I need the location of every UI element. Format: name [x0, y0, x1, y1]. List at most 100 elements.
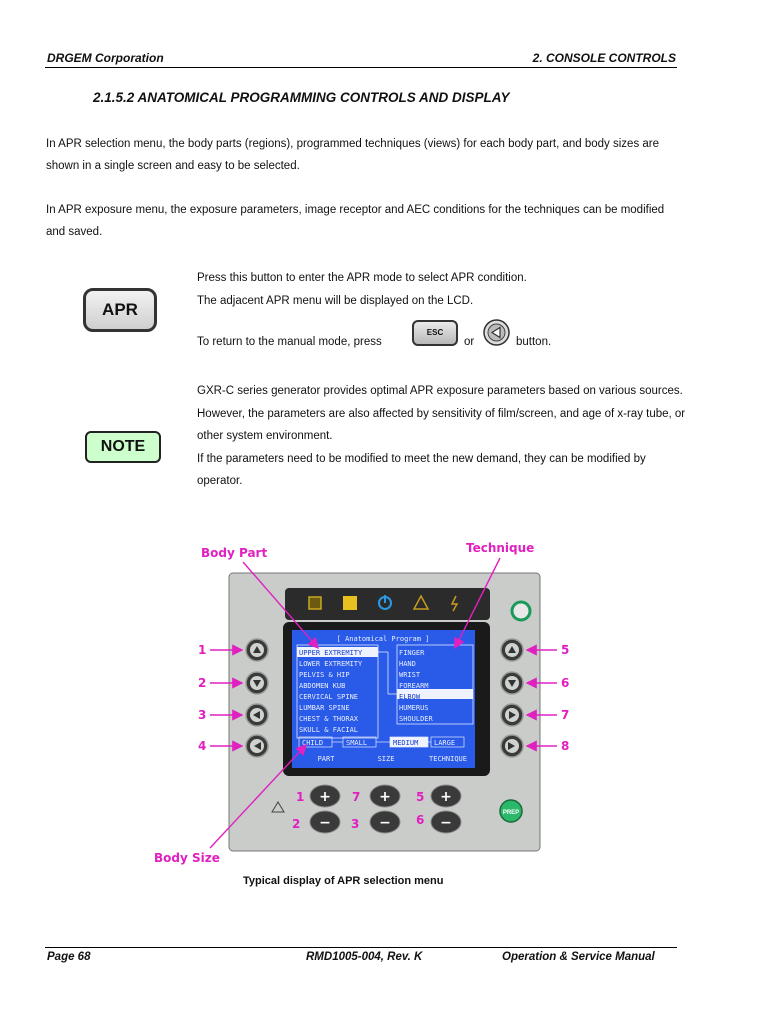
section-title: 2.1.5.2 ANATOMICAL PROGRAMMING CONTROLS …: [93, 90, 510, 105]
bottom-key-number: 3: [351, 817, 359, 831]
technique-arrow: [454, 557, 501, 650]
bottom-key-number: 5: [416, 790, 424, 804]
technique-annotation: Technique: [466, 541, 534, 555]
left-arrow-icon: [253, 711, 260, 719]
bottom-key-number: 2: [292, 817, 300, 831]
apr-instructions: Press this button to enter the APR mode …: [197, 267, 692, 312]
lcd-body-part-item: PELVIS & HIP: [299, 671, 350, 679]
bottom-key-number: 6: [416, 813, 424, 827]
lcd-technique-item: HAND: [399, 660, 416, 668]
lcd-size-box: [430, 736, 465, 748]
paragraph-apr-selection: In APR selection menu, the body parts (r…: [46, 138, 660, 172]
button-word: button.: [516, 336, 552, 348]
warning-icon: [412, 594, 430, 610]
body-size-arrow: [209, 743, 307, 849]
body-size-annotation: Body Size: [154, 851, 220, 865]
footer-page-number: Page 68: [47, 951, 91, 963]
right-key-number: 5: [561, 643, 569, 657]
xray-icon: [450, 595, 459, 612]
header-company: DRGEM Corporation: [47, 51, 164, 65]
apr-instruction-line-1: Press this button to enter the APR mode …: [197, 272, 527, 284]
left-key-number: 2: [198, 676, 206, 690]
lcd-body-part-item: LOWER EXTREMITY: [299, 660, 363, 668]
note-line-2: However, the parameters are also affecte…: [197, 407, 686, 443]
lcd-technique-item: FINGER: [399, 649, 425, 657]
prep-label: PREP: [503, 810, 519, 816]
right-key-number: 6: [561, 676, 569, 690]
technique-list-frame: [396, 644, 474, 725]
apr-button: APR: [83, 288, 157, 332]
green-power-icon: [510, 600, 532, 622]
note-line-3: If the parameters need to be modified to…: [197, 452, 646, 488]
body-part-highlight: [297, 647, 378, 657]
technique-highlight: [397, 689, 473, 699]
lcd-body-part-item: UPPER EXTREMITY: [299, 649, 363, 657]
header-chapter: 2. CONSOLE CONTROLS: [532, 51, 676, 65]
indicator-light-1: [308, 596, 322, 610]
minus-key: [309, 810, 341, 834]
lcd-size-item: CHILD: [302, 739, 323, 747]
minus-icon: −: [319, 815, 331, 831]
lcd-size-item: MEDIUM: [393, 739, 418, 747]
or-text: or: [464, 336, 475, 348]
lcd-body-part-item: CHEST & THORAX: [299, 715, 359, 723]
lcd-body-part-list: UPPER EXTREMITY LOWER EXTREMITY PELVIS & H…: [299, 649, 363, 734]
lcd-technique-item: WRIST: [399, 671, 421, 679]
apr-selection-figure: [ Anatomical Program ] UPPER EXTREMITYLO…: [154, 541, 569, 865]
lcd-size-item: LARGE: [434, 739, 455, 747]
back-arrow-button-icon: [483, 319, 510, 346]
lcd-footer-item: SIZE: [378, 755, 395, 763]
lcd-technique-item: SHOULDER: [399, 715, 434, 723]
right-arrow-icon: [509, 711, 516, 719]
indicator-strip: [285, 588, 490, 620]
body-part-list-frame: [296, 644, 379, 739]
dleft-arrow-icon: [254, 742, 261, 750]
minus-key: [369, 810, 401, 834]
bottom-key-number: 1: [296, 790, 304, 804]
figure-caption: Typical display of APR selection menu: [243, 875, 444, 887]
plus-icon: +: [440, 789, 452, 805]
plus-key: [430, 784, 462, 808]
footer-document-id: RMD1005-004, Rev. K: [306, 951, 423, 963]
left-key-number: 3: [198, 708, 206, 722]
plus-key: [369, 784, 401, 808]
paragraph-apr-exposure: In APR exposure menu, the exposure param…: [46, 204, 665, 238]
side-keys: [245, 638, 524, 758]
lcd-body-part-item: LUMBAR SPINE: [299, 704, 350, 712]
return-instruction: To return to the manual mode, press: [197, 336, 382, 348]
bottom-key-number: 7: [352, 790, 360, 804]
right-key-number: 8: [561, 739, 569, 753]
down-arrow-icon: [508, 680, 516, 687]
right-key-number: 7: [561, 708, 569, 722]
esc-button-icon: ESC: [412, 320, 458, 346]
body-part-annotation: Body Part: [201, 546, 267, 560]
indicator-light-2: [343, 596, 357, 610]
left-key-number: 4: [198, 739, 206, 753]
side-key-numbers: 1 2 3 4 5 6 7 8: [198, 643, 569, 753]
lcd-size-item: SMALL: [346, 739, 367, 747]
prep-button: [499, 799, 523, 823]
note-line-1: GXR-C series generator provides optimal …: [197, 385, 683, 397]
minus-icon: −: [379, 815, 391, 831]
dright-arrow-icon: [508, 742, 515, 750]
up-arrow-icon: [508, 646, 516, 653]
lcd-technique-item: FOREARM: [399, 682, 429, 690]
lcd-technique-item: ELBOW: [399, 693, 421, 701]
note-text: GXR-C series generator provides optimal …: [197, 380, 692, 493]
lcd-technique-list: FINGERHANDWRISTFOREARMELBOWHUMERUSSHOULD…: [399, 649, 434, 723]
lcd-body-part-item: CERVICAL SPINE: [299, 693, 358, 701]
left-key-number: 1: [198, 643, 206, 657]
footer-rule: [45, 947, 677, 948]
body-part-arrow: [242, 561, 319, 650]
lcd-size-row: CHILD SMALL MEDIUM LARGE: [298, 736, 465, 748]
down-arrow-icon: [253, 680, 261, 687]
header-rule: [45, 67, 677, 68]
lcd-footer-item: PART: [318, 755, 336, 763]
panel-warning-icon: [271, 801, 285, 813]
lcd-body-part-item: ABDOMEN KUB: [299, 682, 345, 690]
minus-icon: −: [440, 815, 452, 831]
footer-manual-title: Operation & Service Manual: [502, 951, 655, 963]
apr-instruction-line-2: The adjacent APR menu will be displayed …: [197, 294, 474, 307]
up-arrow-icon: [253, 646, 261, 653]
